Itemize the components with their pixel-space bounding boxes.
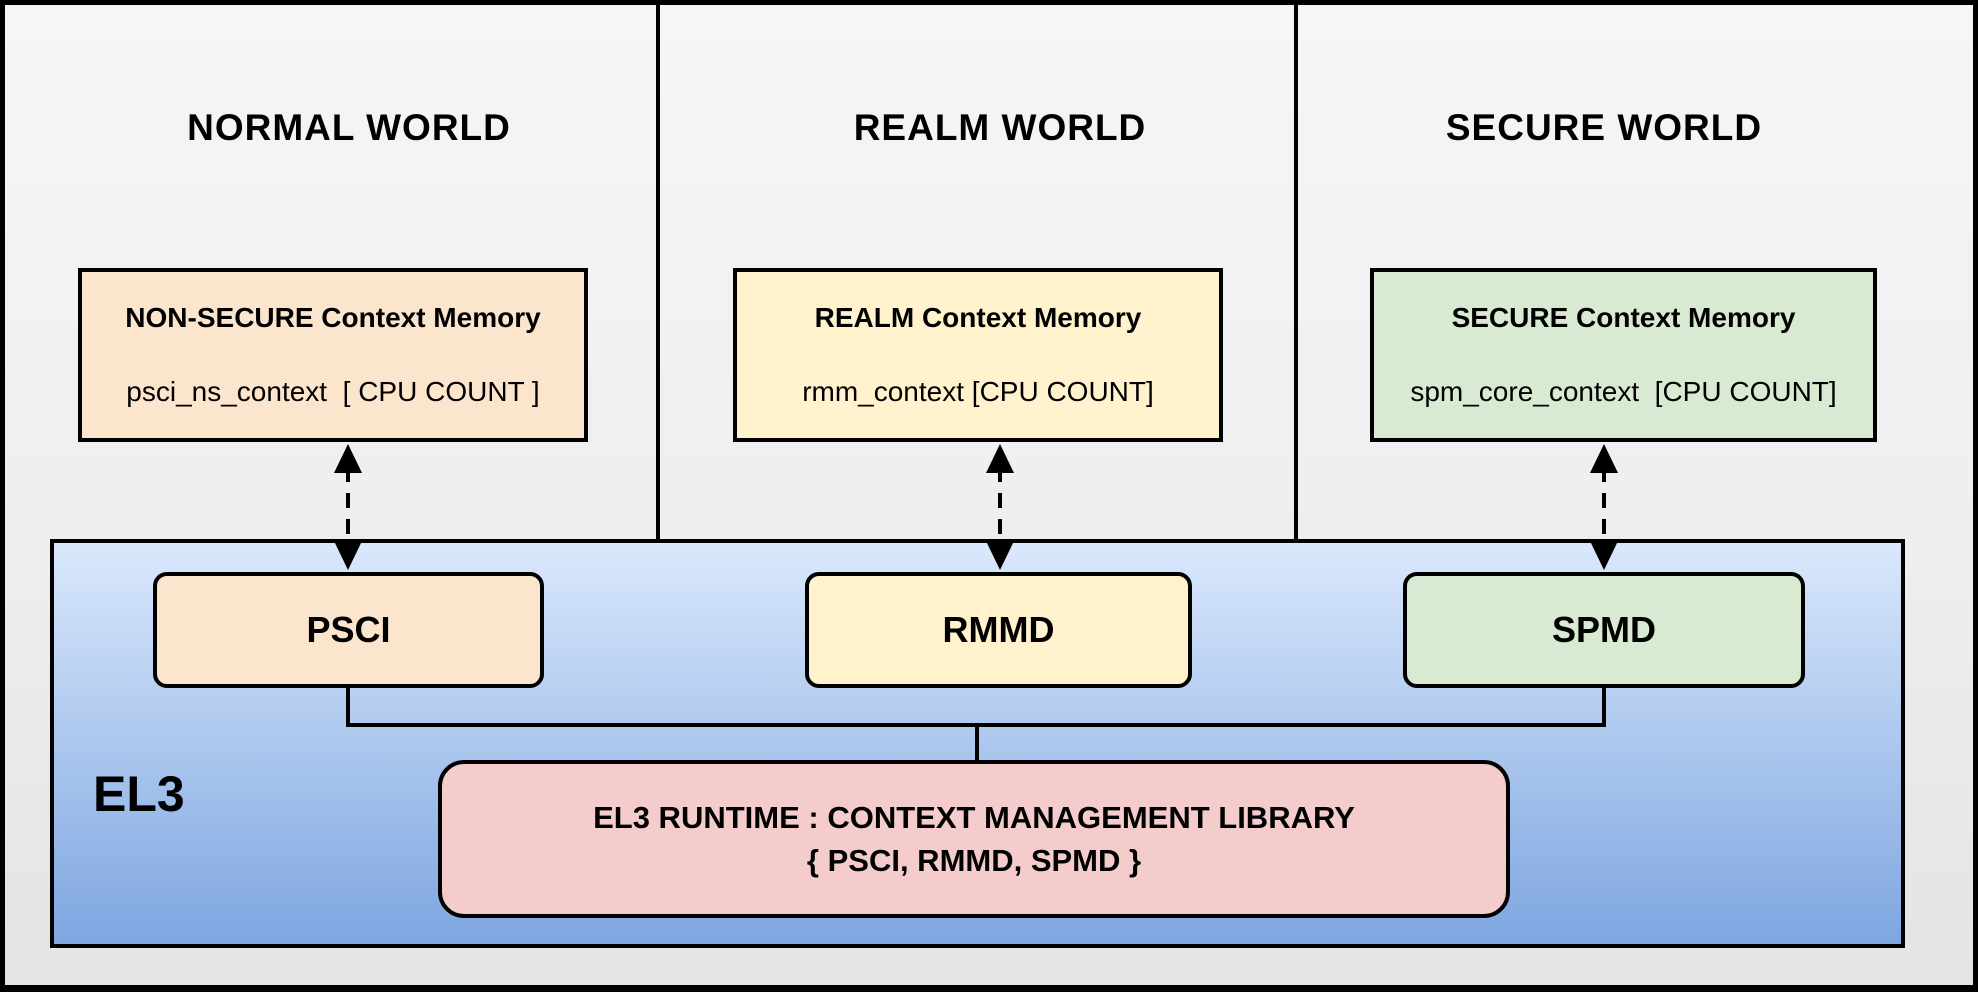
el3-runtime-box: EL3 RUNTIME : CONTEXT MANAGEMENT LIBRARY…: [438, 760, 1510, 918]
nonsecure-context-memory-box: NON-SECURE Context Memory psci_ns_contex…: [78, 268, 588, 442]
realm-world-title: REALM WORLD: [853, 107, 1147, 148]
spmd-module-label: SPMD: [1551, 609, 1656, 650]
spmd-module-box: SPMD: [1403, 572, 1805, 688]
secure-world-title: SECURE WORLD: [1445, 107, 1763, 148]
divider-normal-realm: [656, 5, 660, 539]
nonsecure-context-memory-detail: psci_ns_context [ CPU COUNT ]: [126, 376, 540, 407]
realm-context-memory-box: REALM Context Memory rmm_context [CPU CO…: [733, 268, 1223, 442]
el3-runtime-line1: EL3 RUNTIME : CONTEXT MANAGEMENT LIBRARY: [593, 800, 1355, 835]
normal-world-title: NORMAL WORLD: [187, 107, 511, 148]
secure-context-memory-title: SECURE Context Memory: [1451, 302, 1796, 333]
secure-context-memory-box: SECURE Context Memory spm_core_context […: [1370, 268, 1877, 442]
nonsecure-context-memory-title: NON-SECURE Context Memory: [125, 302, 541, 333]
el3-runtime-line2: { PSCI, RMMD, SPMD }: [806, 843, 1142, 878]
rmmd-module-label: RMMD: [942, 609, 1055, 650]
rmmd-module-box: RMMD: [805, 572, 1192, 688]
psci-module-label: PSCI: [306, 609, 391, 650]
divider-realm-secure: [1294, 5, 1298, 539]
psci-module-box: PSCI: [153, 572, 544, 688]
realm-context-memory-title: REALM Context Memory: [814, 302, 1142, 333]
el3-label: EL3: [93, 766, 185, 822]
secure-context-memory-detail: spm_core_context [CPU COUNT]: [1410, 376, 1837, 407]
realm-context-memory-detail: rmm_context [CPU COUNT]: [802, 376, 1154, 407]
